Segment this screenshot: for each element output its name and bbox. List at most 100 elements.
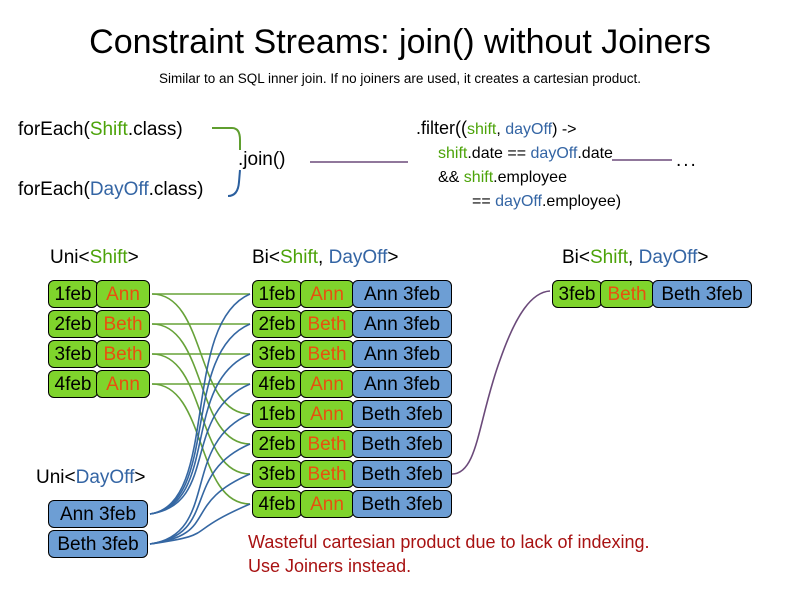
cell-shift-employee: Beth <box>300 310 354 338</box>
cell-dayoff: Ann 3feb <box>352 310 452 338</box>
slide-subtitle: Similar to an SQL inner join. If no join… <box>159 71 641 86</box>
bi-mid-prefix: Bi< <box>252 247 280 268</box>
bi-mid-type-a: Shift <box>280 247 319 268</box>
cell-dayoff: Ann 3feb <box>352 340 452 368</box>
bi-right-type-b: DayOff <box>638 247 698 268</box>
slide-title: Constraint Streams: join() without Joine… <box>89 23 711 61</box>
code-foreach-shift: forEach(Shift.class) <box>18 118 183 141</box>
filter-l4-a: == <box>472 193 496 210</box>
cell-shift-date: 4feb <box>252 370 302 398</box>
bi-right-prefix: Bi< <box>562 247 590 268</box>
cell-shift-employee: Ann <box>96 370 150 398</box>
cell-shift-date: 3feb <box>252 340 302 368</box>
filter-l2-a: .date == <box>467 145 531 162</box>
filter-l4-dayoff: dayOff <box>495 193 542 210</box>
foreach-dayoff-prefix: forEach( <box>18 179 90 200</box>
cell-shift-date: 4feb <box>48 370 98 398</box>
cell-shift-employee: Ann <box>300 490 354 518</box>
cell-shift-employee: Beth <box>300 430 354 458</box>
cell-shift-date: 3feb <box>48 340 98 368</box>
warning-line-2: Use Joiners instead. <box>248 556 412 576</box>
uni-dayoff-prefix: Uni< <box>36 467 76 488</box>
code-foreach-dayoff: forEach(DayOff.class) <box>18 178 204 201</box>
code-join-call: .join() <box>238 149 286 170</box>
cell-dayoff: Beth 3feb <box>352 490 452 518</box>
cell-shift-employee: Ann <box>300 280 354 308</box>
foreach-dayoff-suffix: .class) <box>148 179 204 200</box>
cell-shift-employee: Ann <box>300 400 354 428</box>
ellipsis-text: ... <box>676 150 698 171</box>
cell-shift-date: 2feb <box>252 430 302 458</box>
uni-dayoff-type: DayOff <box>75 467 135 488</box>
cell-shift-date: 1feb <box>48 280 98 308</box>
cell-dayoff: Beth 3feb <box>352 430 452 458</box>
cell-dayoff: Beth 3feb <box>352 460 452 488</box>
cell-shift-employee: Beth <box>96 340 150 368</box>
cell-dayoff: Beth 3feb <box>352 400 452 428</box>
filter-l2-shift: shift <box>438 145 468 162</box>
bi-mid-suffix: > <box>387 247 399 268</box>
bi-mid-sep: , <box>318 247 329 268</box>
cell-shift-date: 2feb <box>48 310 98 338</box>
filter-line-2: shift.date == dayOff.date <box>416 142 621 166</box>
cell-shift-date: 1feb <box>252 280 302 308</box>
cell-dayoff: Beth 3feb <box>48 530 148 558</box>
filter-l3-b: .employee <box>493 169 567 186</box>
cell-shift-employee: Beth <box>96 310 150 338</box>
warning-line-1: Wasteful cartesian product due to lack o… <box>248 532 650 552</box>
bi-mid-type-b: DayOff <box>328 247 388 268</box>
filter-line-3: && shift.employee <box>416 166 621 190</box>
filter-l1-comma: , <box>496 121 506 138</box>
bi-right-type-a: Shift <box>590 247 629 268</box>
foreach-shift-type: Shift <box>89 119 128 140</box>
label-bi-middle: Bi<Shift, DayOff> <box>252 246 398 269</box>
label-uni-dayoff: Uni<DayOff> <box>36 466 146 489</box>
cell-shift-date: 1feb <box>252 400 302 428</box>
foreach-shift-suffix: .class) <box>127 119 183 140</box>
foreach-shift-prefix: forEach( <box>18 119 90 140</box>
cell-dayoff: Ann 3feb <box>352 370 452 398</box>
foreach-dayoff-type: DayOff <box>89 179 149 200</box>
uni-shift-suffix: > <box>127 247 139 268</box>
label-uni-shift: Uni<Shift> <box>50 246 139 269</box>
uni-dayoff-row: Beth 3feb <box>48 530 148 558</box>
uni-dayoff-suffix: > <box>134 467 146 488</box>
filter-line-4: == dayOff.employee) <box>416 190 621 214</box>
filter-l4-b: .employee) <box>541 193 622 210</box>
cell-shift-date: 2feb <box>252 310 302 338</box>
filter-l1-shift: shift <box>467 121 497 138</box>
filter-l2-dayoff: dayOff <box>530 145 578 162</box>
cell-shift-employee: Beth <box>300 340 354 368</box>
filter-l3-a: && <box>438 169 464 186</box>
uni-shift-prefix: Uni< <box>50 247 90 268</box>
bi-right-sep: , <box>628 247 639 268</box>
uni-dayoff-row: Ann 3feb <box>48 500 148 528</box>
filter-l2-b: .date <box>577 145 613 162</box>
label-bi-right: Bi<Shift, DayOff> <box>562 246 708 269</box>
cell-shift-employee: Beth <box>600 280 654 308</box>
filter-l3-shift: shift <box>463 169 494 186</box>
filter-l1-b: ) -> <box>552 121 577 138</box>
cell-shift-date: 3feb <box>252 460 302 488</box>
uni-shift-type: Shift <box>89 247 128 268</box>
filter-l1-dayoff: dayOff <box>505 121 553 138</box>
cell-shift-employee: Ann <box>96 280 150 308</box>
cell-shift-date: 3feb <box>552 280 602 308</box>
filter-l1-a: .filter(( <box>416 118 467 138</box>
filter-line-1: .filter((shift, dayOff) -> <box>416 116 621 142</box>
cell-shift-employee: Beth <box>300 460 354 488</box>
code-filter-block: .filter((shift, dayOff) -> shift.date ==… <box>416 116 621 214</box>
cell-dayoff: Beth 3feb <box>652 280 752 308</box>
